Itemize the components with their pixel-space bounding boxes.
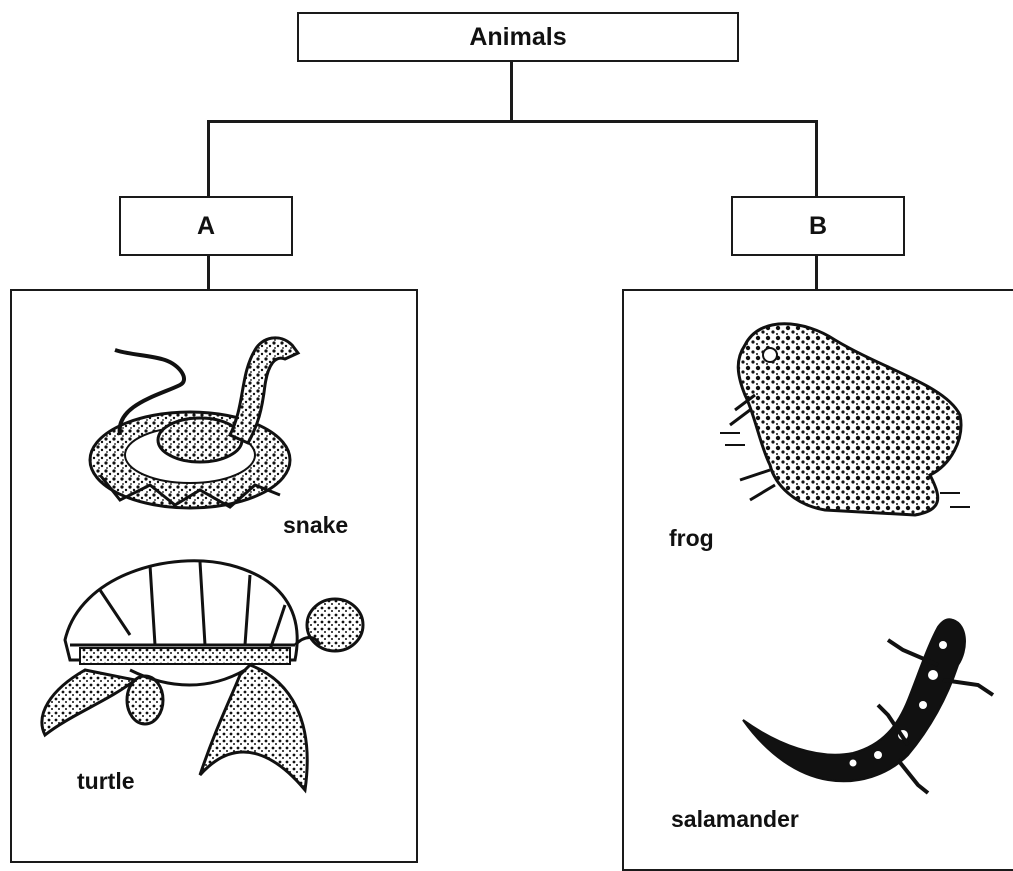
group-node-b: B bbox=[731, 196, 905, 256]
connector-root-stem bbox=[510, 60, 513, 122]
snake-label: snake bbox=[283, 512, 348, 539]
turtle-label: turtle bbox=[77, 768, 135, 795]
group-a-label: A bbox=[197, 212, 215, 241]
group-b-label: B bbox=[809, 212, 827, 241]
connector-a-panel bbox=[207, 254, 210, 290]
connector-horizontal bbox=[208, 120, 818, 123]
snake-illustration bbox=[80, 325, 320, 520]
group-node-a: A bbox=[119, 196, 293, 256]
salamander-illustration bbox=[738, 605, 998, 795]
root-node-animals: Animals bbox=[297, 12, 739, 62]
frog-illustration bbox=[715, 315, 980, 530]
connector-b-panel bbox=[815, 254, 818, 290]
root-label: Animals bbox=[469, 23, 566, 52]
salamander-label: salamander bbox=[671, 806, 799, 833]
frog-label: frog bbox=[669, 525, 714, 552]
connector-to-b bbox=[815, 120, 818, 196]
connector-to-a bbox=[207, 120, 210, 196]
